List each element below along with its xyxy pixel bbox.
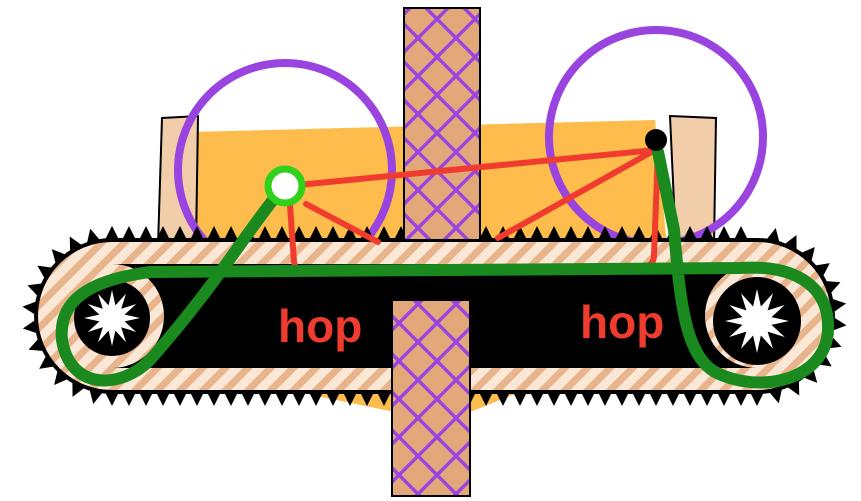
belt-tooth xyxy=(139,392,153,406)
belt-tooth xyxy=(173,392,187,406)
belt-tooth xyxy=(734,226,748,240)
belt-tooth xyxy=(224,392,238,406)
belt-tooth xyxy=(683,392,697,406)
hop-label-right: hop xyxy=(580,296,664,348)
belt-tooth xyxy=(105,226,119,240)
belt-tooth xyxy=(717,392,731,406)
belt-tooth xyxy=(122,226,136,240)
belt-tooth xyxy=(207,392,221,406)
belt-tooth xyxy=(241,392,255,406)
belt-tooth xyxy=(598,392,612,406)
belt-tooth xyxy=(122,392,136,406)
belt-tooth xyxy=(666,392,680,406)
belt-tooth xyxy=(156,392,170,406)
belt-tooth xyxy=(530,392,544,406)
belt-tooth xyxy=(547,392,561,406)
belt-tooth xyxy=(750,392,764,406)
belt-tooth xyxy=(309,392,323,406)
belt-tooth xyxy=(615,392,629,406)
belt-tooth xyxy=(275,392,289,406)
hop-label-left: hop xyxy=(278,300,362,352)
belt-tooth xyxy=(139,226,153,240)
belt-tooth xyxy=(258,392,272,406)
belt-tooth xyxy=(190,392,204,406)
belt-tooth xyxy=(105,392,119,406)
end-node xyxy=(645,129,667,151)
belt-tooth xyxy=(734,392,748,406)
belt-tooth xyxy=(292,392,306,406)
belt-tooth xyxy=(581,392,595,406)
belt-tooth xyxy=(649,392,663,406)
belt-tooth xyxy=(564,392,578,406)
belt-tooth xyxy=(700,392,714,406)
belt-tooth xyxy=(513,392,527,406)
start-node xyxy=(268,169,302,203)
belt-tooth xyxy=(632,392,646,406)
right-sprocket xyxy=(713,277,801,365)
